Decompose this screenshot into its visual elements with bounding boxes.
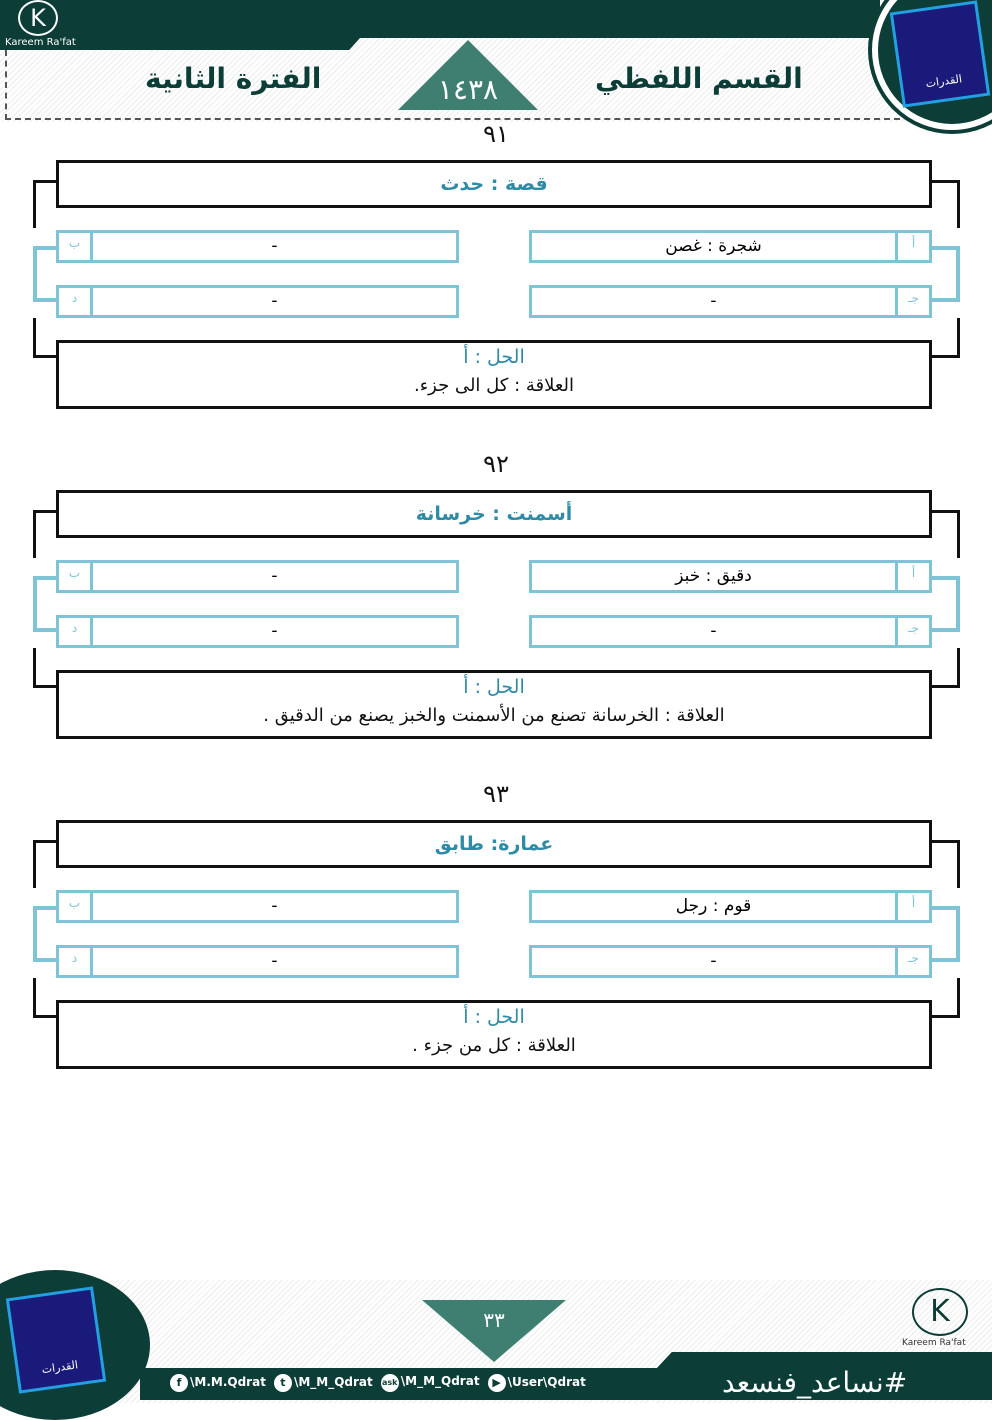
relation-text: العلاقة : كل الى جزء. [413, 375, 575, 396]
header-brand: Kareem Ra'fat [5, 37, 76, 48]
bracket-line [33, 576, 59, 632]
option-text: - [271, 566, 278, 586]
answer-option[interactable]: د - [56, 615, 459, 648]
option-text: - [271, 621, 278, 641]
option-text: قوم : رجل [675, 896, 752, 916]
header-band-tab [0, 38, 360, 50]
bracket-line [33, 648, 59, 688]
page-header: K Kareem Ra'fat ١٤٣٨ القسم اللفظي الفترة… [0, 0, 992, 130]
answer-option[interactable]: أ دقيق : خبز [529, 560, 932, 593]
period-title: الفترة الثانية [145, 62, 322, 95]
option-letter: د [59, 948, 93, 975]
answer-box: الحل : أ العلاقة : كل الى جزء. [56, 340, 932, 409]
bracket-line [930, 840, 960, 888]
bracket-line [33, 246, 59, 302]
footer-brand: Kareem Ra'fat [902, 1338, 966, 1348]
question-number: ٩٣ [483, 780, 509, 808]
option-text: - [710, 951, 717, 971]
facebook-icon: f [170, 1374, 188, 1392]
option-letter: أ [895, 893, 929, 920]
option-letter: أ [895, 233, 929, 260]
twitter-icon: t [273, 1374, 292, 1392]
relation-text: العلاقة : الخرسانة تصنع من الأسمنت والخب… [263, 705, 725, 726]
answer-option[interactable]: ب - [56, 890, 459, 923]
bracket-line [33, 318, 59, 358]
option-text: دقيق : خبز [675, 566, 752, 586]
qudrat-emblem-icon: القدرات [5, 1286, 107, 1394]
answer-option[interactable]: د - [56, 945, 459, 978]
answer-option[interactable]: أ شجرة : غصن [529, 230, 932, 263]
qudrat-emblem-icon: القدرات [889, 0, 991, 108]
option-text: - [271, 896, 278, 916]
bracket-line [33, 906, 59, 962]
bracket-line [930, 510, 960, 558]
option-text: - [271, 236, 278, 256]
answer-box: الحل : أ العلاقة : كل من جزء . [56, 1000, 932, 1069]
header-band [0, 0, 880, 38]
answer-option[interactable]: د - [56, 285, 459, 318]
answer-option[interactable]: جـ - [529, 945, 932, 978]
option-text: - [710, 621, 717, 641]
social-handle: \M_M_Qdrat [293, 1375, 373, 1389]
option-text: - [271, 951, 278, 971]
option-letter: جـ [895, 288, 929, 315]
section-title: القسم اللفظي [595, 62, 803, 95]
bracket-line [930, 180, 960, 228]
option-letter: ب [59, 233, 93, 260]
bracket-line [33, 510, 59, 558]
option-letter: أ [895, 563, 929, 590]
question-stem: عمارة: طابق [56, 820, 932, 868]
solution-label: الحل : أ [463, 1006, 525, 1028]
bracket-line [930, 246, 960, 302]
answer-box: الحل : أ العلاقة : الخرسانة تصنع من الأس… [56, 670, 932, 739]
option-letter: د [59, 288, 93, 315]
social-twitter[interactable]: t\M_M_Qdrat [273, 1374, 373, 1392]
social-facebook[interactable]: f\M.M.Qdrat [170, 1374, 266, 1392]
social-links: f\M.M.Qdrat t\M_M_Qdrat ask\M_M_Qdrat ▶\… [170, 1374, 586, 1392]
option-letter: جـ [895, 618, 929, 645]
question-stem: قصة : حدث [56, 160, 932, 208]
kareem-logo-icon: K [18, 0, 58, 36]
option-text: - [271, 291, 278, 311]
option-letter: د [59, 618, 93, 645]
question-number: ٩١ [483, 120, 509, 148]
option-letter: ب [59, 893, 93, 920]
social-handle: \M.M.Qdrat [190, 1375, 266, 1389]
header-dashed-border [5, 50, 900, 120]
bracket-line [930, 648, 960, 688]
question-stem: أسمنت : خرسانة [56, 490, 932, 538]
bracket-line [930, 576, 960, 632]
youtube-icon: ▶ [487, 1374, 506, 1392]
page-number: ٣٣ [422, 1300, 566, 1362]
bracket-line [33, 180, 59, 228]
bracket-line [930, 906, 960, 962]
option-letter: ب [59, 563, 93, 590]
social-askfm[interactable]: ask\M_M_Qdrat [380, 1374, 480, 1392]
bracket-line [930, 978, 960, 1018]
answer-option[interactable]: جـ - [529, 615, 932, 648]
social-handle: \User\Qdrat [507, 1375, 586, 1389]
page-footer: القدرات ٣٣ K Kareem Ra'fat f\M.M.Qdrat t… [0, 1270, 992, 1420]
kareem-logo-icon: K [912, 1288, 968, 1336]
relation-text: العلاقة : كل من جزء . [412, 1035, 576, 1056]
social-youtube[interactable]: ▶\User\Qdrat [487, 1374, 586, 1392]
bracket-line [33, 978, 59, 1018]
hashtag: #نساعد_فنسعد [722, 1366, 908, 1399]
answer-option[interactable]: أ قوم : رجل [529, 890, 932, 923]
social-handle: \M_M_Qdrat [400, 1374, 480, 1388]
bracket-line [33, 840, 59, 888]
answer-option[interactable]: ب - [56, 560, 459, 593]
answer-option[interactable]: ب - [56, 230, 459, 263]
answer-option[interactable]: جـ - [529, 285, 932, 318]
footer-band-tab [655, 1352, 992, 1370]
option-letter: جـ [895, 948, 929, 975]
question-number: ٩٢ [483, 450, 509, 478]
solution-label: الحل : أ [463, 676, 525, 698]
askfm-icon: ask [380, 1374, 399, 1392]
solution-label: الحل : أ [463, 346, 525, 368]
bracket-line [930, 318, 960, 358]
option-text: شجرة : غصن [665, 236, 762, 256]
option-text: - [710, 291, 717, 311]
